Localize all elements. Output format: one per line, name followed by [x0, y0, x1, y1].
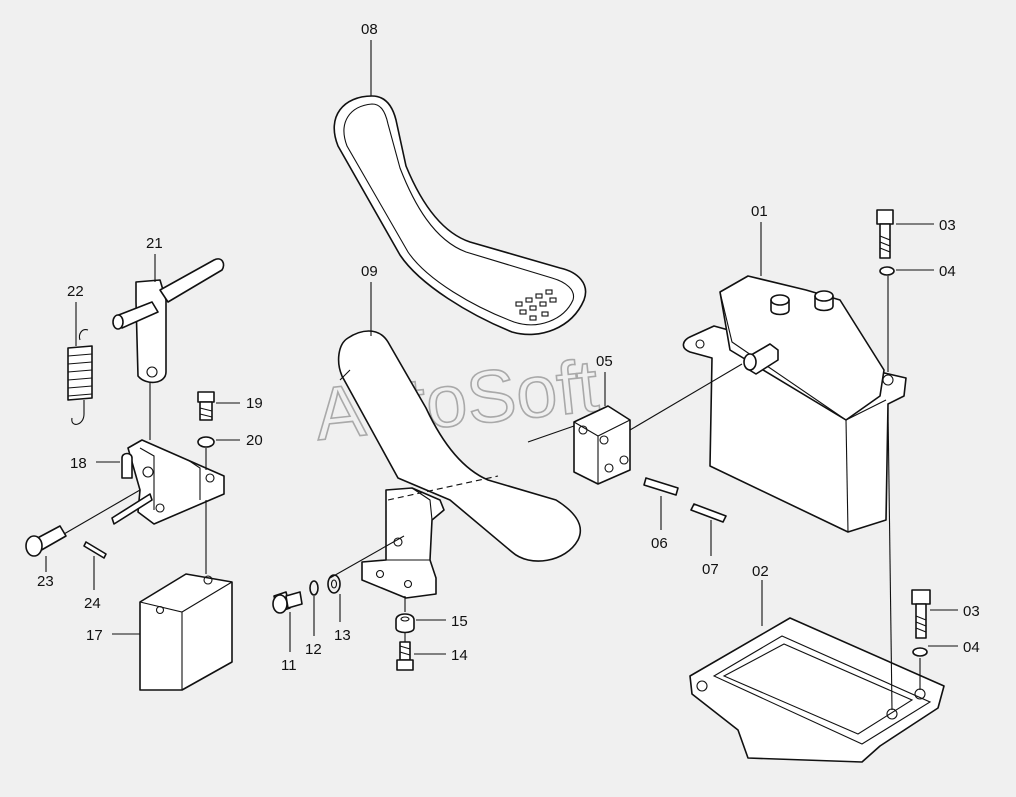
bolt-11	[272, 591, 303, 614]
label-20: 20	[246, 432, 263, 449]
label-05: 05	[596, 353, 613, 370]
label-07: 07	[702, 561, 719, 578]
label-09: 09	[361, 263, 378, 280]
label-03-lower: 03	[963, 603, 980, 620]
label-14: 14	[451, 647, 468, 664]
label-15: 15	[451, 613, 468, 630]
bolt-19	[197, 391, 215, 421]
label-23: 23	[37, 573, 54, 590]
label-03-upper: 03	[939, 217, 956, 234]
label-01: 01	[751, 203, 768, 220]
label-19: 19	[246, 395, 263, 412]
label-12: 12	[305, 641, 322, 658]
pin-07	[690, 503, 727, 523]
part-labels: 08 09 05 01 02 06 07 03 04 03 04 21 22 1…	[37, 21, 980, 674]
washer-04-upper	[879, 266, 895, 276]
label-06: 06	[651, 535, 668, 552]
bolt-03-upper	[876, 209, 894, 259]
label-18: 18	[70, 455, 87, 472]
base-plate	[689, 617, 945, 763]
label-02: 02	[752, 563, 769, 580]
clevis-pin-23	[25, 525, 67, 557]
label-leaders	[45, 40, 958, 655]
return-spring	[67, 329, 93, 425]
lever-bracket	[111, 439, 225, 525]
washer-12	[309, 580, 319, 596]
label-08: 08	[361, 21, 378, 38]
washer-04-lower	[912, 647, 928, 657]
pad-grip-pattern	[515, 289, 557, 321]
bolt-14	[396, 641, 414, 671]
label-21: 21	[146, 235, 163, 252]
mounting-block	[139, 573, 233, 691]
label-11: 11	[281, 657, 297, 674]
pedal-pad	[333, 95, 587, 336]
pedal-plate	[337, 330, 581, 562]
actuator-shaft	[743, 343, 779, 375]
label-13: 13	[334, 627, 351, 644]
actuator-housing	[682, 275, 907, 533]
nut-15	[395, 613, 415, 634]
label-04-upper: 04	[939, 263, 956, 280]
pedal-bracket	[361, 475, 499, 599]
lever-arm	[112, 258, 225, 384]
cotter-pin-24	[83, 541, 107, 559]
washer-20	[197, 436, 215, 448]
actuator-terminal	[770, 294, 790, 316]
washer-13	[327, 574, 341, 594]
label-04-lower: 04	[963, 639, 980, 656]
bolt-03-lower	[911, 589, 931, 639]
label-22: 22	[67, 283, 84, 300]
actuator-terminal	[814, 290, 834, 312]
assembly-lines	[63, 276, 921, 711]
pin-06	[643, 477, 679, 496]
linkage-block	[573, 405, 631, 485]
label-24: 24	[84, 595, 101, 612]
label-17: 17	[86, 627, 103, 644]
